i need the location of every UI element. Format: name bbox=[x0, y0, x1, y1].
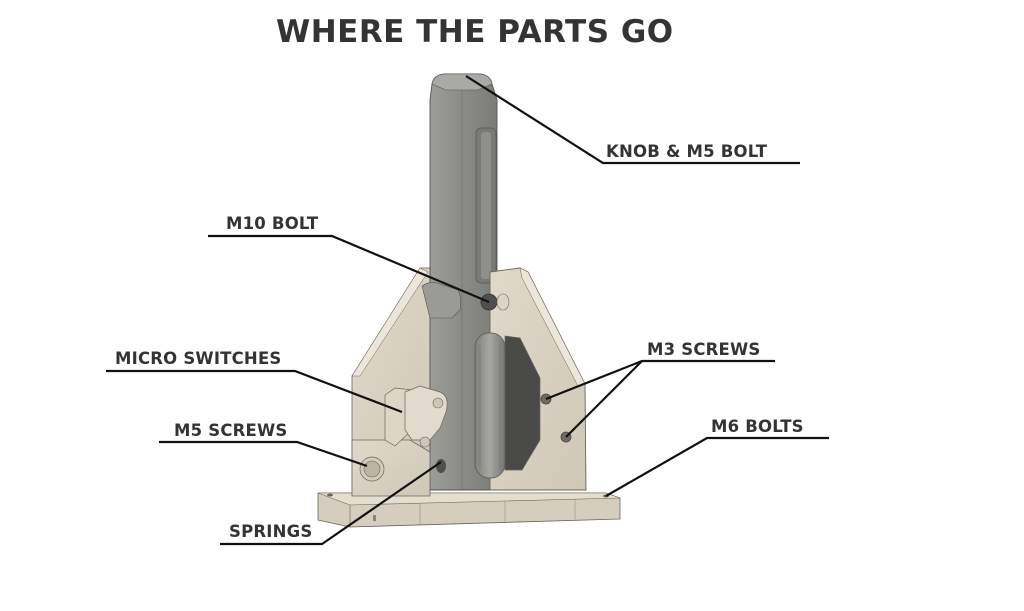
m6-bolt-hole-icon bbox=[327, 493, 333, 497]
label-micro-switches: MICRO SWITCHES bbox=[115, 349, 282, 368]
spring-icon bbox=[474, 332, 506, 479]
spring-hole-icon bbox=[436, 459, 446, 473]
leader-m5-screws bbox=[159, 440, 368, 468]
leader-knob-m5-bolt bbox=[465, 75, 800, 165]
leader-m3-screws-2 bbox=[565, 360, 643, 438]
leader-m6-bolts bbox=[605, 436, 829, 497]
label-m3-screws: M3 SCREWS bbox=[647, 340, 761, 359]
base-plate bbox=[317, 492, 621, 528]
leader-m10-bolt bbox=[208, 234, 490, 304]
leader-lines bbox=[106, 75, 829, 546]
label-m5-screws: M5 SCREWS bbox=[174, 421, 288, 440]
label-m6-bolts: M6 BOLTS bbox=[711, 417, 804, 436]
label-m10-bolt: M10 BOLT bbox=[226, 214, 319, 233]
diagram-title: WHERE THE PARTS GO bbox=[276, 14, 674, 50]
label-knob-m5-bolt: KNOB & M5 BOLT bbox=[606, 142, 768, 161]
leader-springs bbox=[220, 461, 442, 546]
right-side-plate bbox=[474, 267, 587, 491]
m5-screw-icon bbox=[363, 460, 381, 478]
label-springs: SPRINGS bbox=[229, 522, 313, 541]
leader-micro-switches bbox=[106, 369, 403, 414]
